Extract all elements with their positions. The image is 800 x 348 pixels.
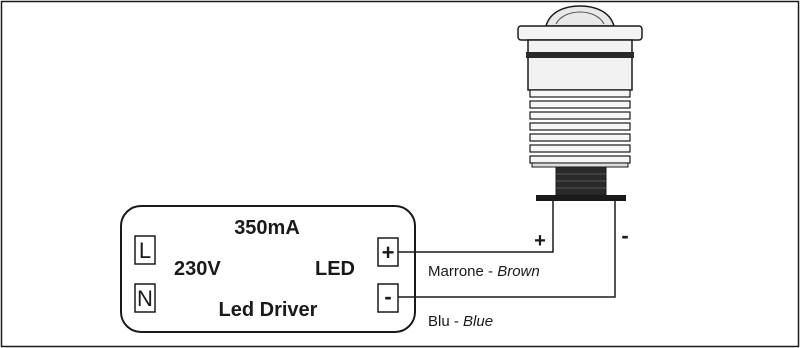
- brown-wire-label: Marrone - Brown: [428, 263, 540, 280]
- lamp-lens: [545, 5, 615, 27]
- lamp-plus-label: +: [534, 230, 546, 252]
- driver-current-label: 350mA: [234, 217, 300, 239]
- lamp-flange: [517, 25, 643, 41]
- lamp-body: [527, 39, 633, 91]
- lamp-ring: [526, 52, 634, 58]
- terminal-minus-label: -: [384, 284, 391, 309]
- lamp-heatsink: [529, 89, 631, 168]
- wires: [398, 200, 616, 298]
- blue-wire-label: Blu - Blue: [428, 313, 493, 330]
- terminal-n: [134, 283, 156, 313]
- terminal-plus-label: +: [382, 240, 395, 265]
- terminal-l-label: L: [139, 238, 151, 263]
- terminal-n-label: N: [137, 286, 153, 311]
- led-driver: 350mA 230V LED Led Driver L N + -: [120, 205, 416, 333]
- lamp-minus-label: -: [621, 223, 628, 248]
- blue-wire: [398, 200, 616, 298]
- led-lamp: [517, 5, 643, 201]
- driver-name-label: Led Driver: [219, 299, 318, 321]
- driver-box: [120, 205, 416, 333]
- driver-voltage-label: 230V: [174, 258, 221, 280]
- brown-wire: [398, 200, 554, 253]
- lamp-bottom-plate: [536, 195, 626, 201]
- terminal-l: [134, 235, 156, 265]
- driver-output-label: LED: [315, 258, 355, 280]
- terminal-minus: [377, 283, 399, 313]
